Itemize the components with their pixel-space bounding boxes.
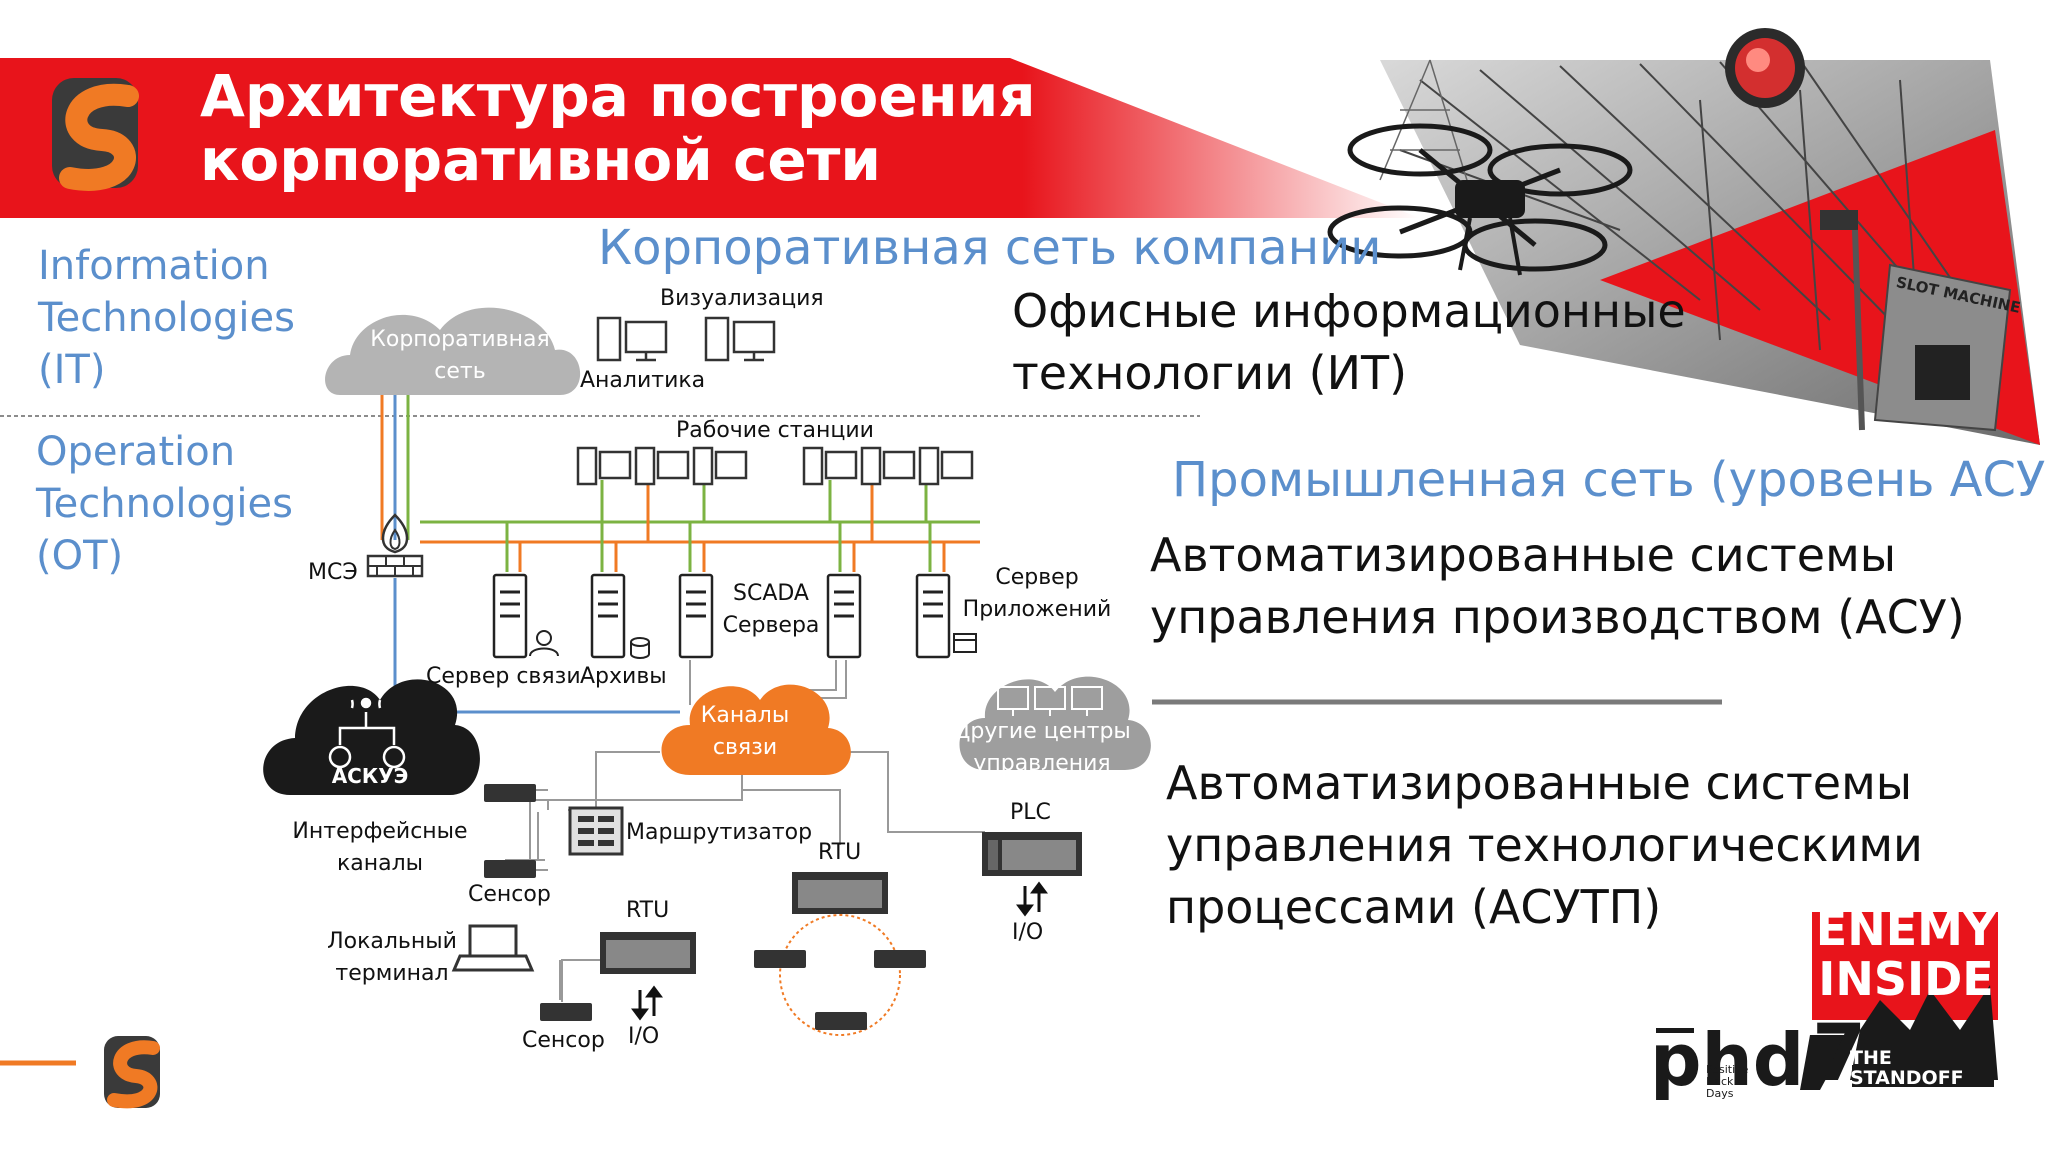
app-server-label: Сервер Приложений: [962, 565, 1112, 622]
scada-label: SCADA Сервера: [722, 581, 820, 638]
page-title: Архитектура построения корпоративной сет…: [200, 64, 1036, 192]
corporate-heading: Корпоративная сеть компании: [598, 220, 1382, 276]
header-banner: [0, 58, 1420, 218]
corporate-cloud-label: Корпоративная сеть: [370, 327, 550, 384]
askue-icons: [328, 697, 406, 769]
other-centers-label: Другие центры управления: [953, 719, 1131, 776]
other-centers-monitors: [997, 686, 1103, 716]
channels-cloud: [661, 684, 851, 775]
rtu-left-icon: [600, 932, 696, 974]
ot-side-label: Operation Technologies (OT): [36, 429, 293, 579]
io-right-label: I/O: [1012, 920, 1044, 945]
title-line-1: Архитектура построения: [200, 62, 1036, 130]
interface-channels-label: Интерфейсные каналы: [292, 819, 468, 876]
firewall-label: МСЭ: [308, 560, 358, 585]
router-icon: [568, 806, 624, 856]
rtu-ring: [779, 914, 901, 1036]
asutp-description: Автоматизированные системы управления те…: [1166, 756, 1923, 934]
io-left-label: I/O: [628, 1024, 660, 1049]
sensor-top-label: Сенсор: [468, 882, 551, 907]
server-slots: [500, 590, 943, 618]
rtu-right-icon: [792, 872, 888, 914]
analytics-label: Аналитика: [580, 368, 706, 393]
phd-number: 7: [1812, 1009, 1867, 1099]
corporate-cloud: [325, 307, 581, 395]
channels-cloud-label: Каналы связи: [700, 703, 790, 760]
brand-logo-bottom: [104, 1036, 160, 1109]
rtu-right-label: RTU: [818, 840, 862, 865]
plc-label: PLC: [1010, 800, 1051, 825]
io-arrows: [631, 881, 1048, 1021]
firewall-icon: [366, 513, 424, 578]
enemy-inside-logo: [1812, 912, 1998, 1080]
askue-label: АСКУЭ: [331, 764, 409, 788]
collage-image: [1327, 28, 2040, 445]
title-line-2: корпоративной сети: [200, 126, 881, 194]
office-description: Офисные информационные технологии (ИТ): [1012, 284, 1686, 400]
visualization-workstations: [596, 316, 776, 362]
terminal-icon: [451, 924, 535, 972]
phd-wordmark: phd: [1650, 1018, 1805, 1102]
archives-label: Архивы: [580, 664, 667, 689]
server-badges: [529, 630, 977, 659]
sensor-bottom-label: Сенсор: [522, 1028, 605, 1053]
asu-description: Автоматизированные системы управления пр…: [1150, 528, 1965, 644]
workstations-label: Рабочие станции: [676, 418, 874, 443]
phd-subtitle: Positive Hack Days: [1706, 1063, 1749, 1100]
field-devices: [484, 784, 926, 1030]
phd-logo: [1656, 1028, 1994, 1090]
enemy-inside-text: ENEMY INSIDE: [1815, 902, 1997, 1006]
it-side-label: Information Technologies (IT): [38, 243, 295, 393]
visualization-label: Визуализация: [660, 286, 824, 311]
router-label: Маршрутизатор: [626, 820, 813, 845]
plc-icon: [982, 832, 1082, 876]
industrial-heading: Промышленная сеть (уровень АСУ): [1172, 452, 2048, 508]
local-terminal-label: Локальный терминал: [327, 929, 457, 986]
brand-logo-top: [52, 78, 139, 191]
standoff-text: THE STANDOFF: [1850, 1047, 1964, 1089]
rtu-left-label: RTU: [626, 898, 670, 923]
other-centers-cloud: [959, 676, 1151, 770]
askue-cloud: [263, 679, 480, 795]
workstations-row: [576, 446, 974, 486]
comm-server-label: Сервер связи: [426, 664, 581, 689]
